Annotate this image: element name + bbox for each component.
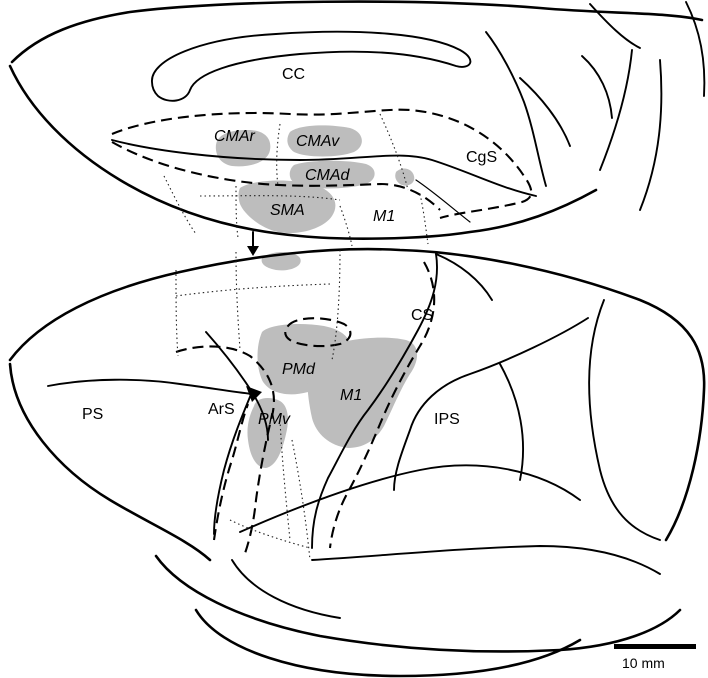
label-cgs: CgS	[466, 149, 497, 166]
lateral-dotted-4	[176, 284, 330, 296]
label-sma: SMA	[270, 202, 305, 219]
label-m1-lateral: M1	[340, 387, 362, 404]
medial-dotted-5	[340, 206, 352, 246]
cgs-ramus	[416, 180, 470, 222]
superior-temporal-sulcus	[312, 546, 660, 574]
label-cs: CS	[411, 307, 433, 324]
scale-bar	[614, 644, 696, 649]
label-ars: ArS	[208, 401, 235, 418]
lunate-sulcus	[589, 300, 660, 540]
label-pmv: PMv	[258, 411, 291, 428]
lateral-dotted-2	[236, 252, 240, 350]
medial-sulcus-3	[582, 56, 612, 118]
lateral-view	[10, 249, 704, 676]
label-cmar: CMAr	[214, 128, 256, 145]
label-pmd: PMd	[282, 361, 316, 378]
label-cc: CC	[282, 66, 305, 83]
temporal-pole-sulcus	[232, 560, 340, 618]
medial-sulcus-5	[640, 60, 661, 210]
label-ps: PS	[82, 406, 103, 423]
lateral-dotted-1	[176, 270, 178, 356]
temporal-outline	[156, 556, 680, 651]
principal-sulcus	[48, 380, 252, 394]
medial-view	[10, 2, 704, 271]
posterior-sulcus	[500, 364, 523, 480]
medial-sulcus-6	[686, 2, 704, 96]
lateral-dotted-7	[230, 520, 310, 548]
intraparietal-sulcus	[394, 318, 588, 490]
cerebellum-outline	[196, 610, 580, 676]
medial-dotted-1	[277, 124, 280, 186]
lateral-dashed-pmv	[214, 404, 248, 540]
lateral-dotted-6	[292, 440, 310, 560]
label-ips: IPS	[434, 411, 460, 428]
arrow-head-icon	[247, 246, 259, 256]
label-cmav: CMAv	[296, 133, 340, 150]
label-m1-medial: M1	[373, 208, 395, 225]
corpus-callosum	[152, 32, 470, 101]
cs-upper-ramus	[436, 254, 492, 300]
label-cmad: CMAd	[305, 167, 351, 184]
medial-outline	[10, 2, 702, 239]
medial-dotted-4	[236, 186, 238, 238]
lateral-fissure	[240, 465, 580, 532]
scale-bar-label: 10 mm	[622, 655, 665, 671]
medial-sulcus-4	[600, 50, 632, 170]
